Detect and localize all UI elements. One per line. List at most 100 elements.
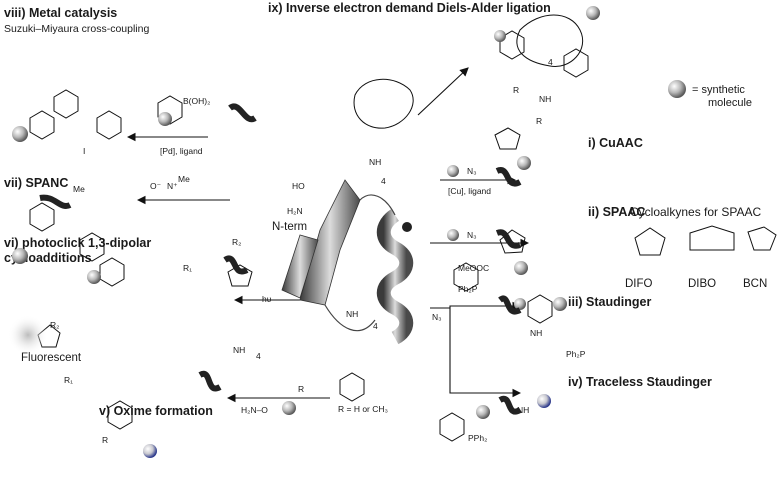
sphere-hydroxylamine bbox=[282, 401, 296, 415]
helix-fragment-suzuki bbox=[228, 103, 257, 123]
ph2p-label: Ph₂P bbox=[458, 284, 478, 294]
section-title-traceless-staudinger: iv) Traceless Staudinger bbox=[568, 375, 712, 389]
traceless-reagent-benzene bbox=[439, 412, 465, 442]
r-oxime-label: R bbox=[102, 435, 109, 445]
aldehyde-benzene bbox=[339, 372, 365, 402]
section-title-spanc: vii) SPANC bbox=[4, 176, 69, 190]
cycloalkyne-bcn-label: BCN bbox=[743, 278, 768, 290]
r1-tetrazole-label: R₁ bbox=[183, 263, 193, 273]
sphere-tetrazine bbox=[494, 30, 506, 42]
arrow-diels-alder bbox=[417, 67, 469, 116]
helix-fragment-oxime bbox=[198, 370, 222, 392]
r-product-label: R bbox=[536, 116, 543, 126]
condition-pd-ligand: [Pd], ligand bbox=[160, 146, 203, 156]
section-title-staudinger: iii) Staudinger bbox=[568, 295, 652, 309]
legend-line-1: = synthetic bbox=[692, 84, 745, 96]
n-plus-label: N⁺ bbox=[167, 181, 178, 191]
r2-product-label: R₂ bbox=[50, 320, 60, 330]
r-aldehyde-label: R bbox=[298, 384, 305, 394]
benzene-suzuki-1 bbox=[29, 110, 55, 140]
ho-label: HO bbox=[292, 181, 305, 191]
benzene-iodo bbox=[96, 110, 122, 140]
sphere-staudinger-product bbox=[553, 297, 567, 311]
o-minus-label: O⁻ bbox=[150, 181, 162, 191]
r2-tetrazole-label: R₂ bbox=[232, 237, 242, 247]
section-title-cuaac: i) CuAAC bbox=[588, 136, 643, 150]
sphere-boronic bbox=[158, 112, 172, 126]
arrow-traceless-staudinger bbox=[430, 307, 522, 398]
cyclooctane-ring bbox=[516, 14, 584, 67]
subscript-4-a: 4 bbox=[381, 176, 386, 186]
section-title-spaac: ii) SPAAC bbox=[588, 205, 646, 219]
dibenzo-ring-1 bbox=[29, 202, 55, 232]
nh-photoclick-reagent-label: NH bbox=[346, 309, 359, 319]
sphere-oxime-product bbox=[143, 444, 157, 458]
arrow-staudinger bbox=[449, 301, 522, 311]
sphere-traceless-reagent bbox=[476, 405, 490, 419]
skeletal-structures bbox=[29, 14, 777, 442]
triazole-ring-spaac bbox=[499, 229, 526, 254]
cycloalkynes-title: Cycloalkynes for SPAAC bbox=[630, 205, 762, 219]
r1-product-label: R₁ bbox=[64, 375, 74, 385]
sphere-traceless-product bbox=[537, 394, 551, 408]
cycloalkyne-dibo-label: DIBO bbox=[688, 278, 717, 290]
sphere-dibo-reagent bbox=[87, 270, 101, 284]
peptide-fragments bbox=[39, 103, 522, 415]
nh-product-label: NH bbox=[539, 94, 552, 104]
sphere-staudinger-reagent bbox=[514, 298, 526, 310]
helix-fragment-spaac bbox=[495, 229, 521, 249]
sphere-spaac-reagent bbox=[447, 229, 459, 241]
alkyne-anchor-dot bbox=[402, 222, 412, 232]
benzene-boronic bbox=[157, 95, 183, 125]
fluorescent-glow bbox=[8, 315, 48, 355]
condition-cu-ligand: [Cu], ligand bbox=[448, 186, 491, 196]
bcn-ring bbox=[747, 226, 777, 251]
sphere-spanc bbox=[12, 248, 28, 264]
h2n-o-label: H₂N–O bbox=[241, 405, 268, 415]
difo-ring bbox=[634, 227, 666, 256]
fluorescent-label: Fluorescent bbox=[21, 352, 82, 364]
sphere-spaac-product bbox=[514, 261, 528, 275]
dibenzo-ring-2 bbox=[79, 232, 105, 262]
nh-label: NH bbox=[369, 157, 382, 167]
benzene-suzuki-2 bbox=[53, 89, 79, 119]
staudinger-benzene bbox=[527, 294, 553, 324]
subscript-4-c: 4 bbox=[373, 321, 378, 331]
synthetic-molecule-spheres bbox=[8, 6, 686, 458]
tco-ring bbox=[353, 78, 414, 129]
r-tetrazine-label: R bbox=[513, 85, 520, 95]
section-title-diels-alder: ix) Inverse electron demand Diels-Alder … bbox=[268, 1, 551, 15]
sphere-diels-alder-product bbox=[586, 6, 600, 20]
azide-label-protein: N₃ bbox=[432, 312, 442, 322]
helix-fragment-traceless bbox=[498, 395, 522, 415]
central-protein bbox=[281, 179, 414, 345]
me-label-spanc: Me bbox=[73, 184, 85, 194]
r-definition-label: R = H or CH₃ bbox=[338, 404, 388, 414]
subscript-4-d: 4 bbox=[256, 351, 261, 361]
oxime-benzene bbox=[107, 400, 133, 430]
helix-fragment-photoclick bbox=[223, 255, 249, 275]
helix-fragment-spanc bbox=[39, 194, 72, 209]
helix-fragment-cuaac bbox=[495, 167, 522, 187]
boronic-acid-label: B(OH)₂ bbox=[183, 96, 211, 106]
me-label-nitrone: Me bbox=[178, 174, 190, 184]
staudinger-reagent-benzene bbox=[453, 262, 479, 292]
condition-hv: hυ bbox=[262, 294, 272, 304]
pph2-label: PPh₂ bbox=[468, 433, 488, 443]
iodo-label: I bbox=[83, 146, 86, 156]
subtitle-suzuki: Suzuki–Miyaura cross-coupling bbox=[4, 23, 150, 35]
azide-label-spaac: N₃ bbox=[467, 230, 477, 240]
h2n-label: H₂N bbox=[287, 206, 303, 216]
nh-traceless-label: NH bbox=[517, 405, 530, 415]
azide-label-cuaac: N₃ bbox=[467, 166, 477, 176]
legend-line-2: molecule bbox=[708, 97, 753, 109]
n-terminus-label: N-term bbox=[272, 221, 308, 233]
ph2p-product-label: Ph₂P bbox=[566, 349, 586, 359]
triazole-ring bbox=[494, 127, 521, 150]
section-title-oxime: v) Oxime formation bbox=[99, 404, 213, 418]
sphere-cuaac-product bbox=[517, 156, 531, 170]
sphere-suzuki bbox=[12, 126, 28, 142]
sphere-cuaac-reagent bbox=[447, 165, 459, 177]
dihydropyridazine-ring bbox=[563, 48, 589, 78]
